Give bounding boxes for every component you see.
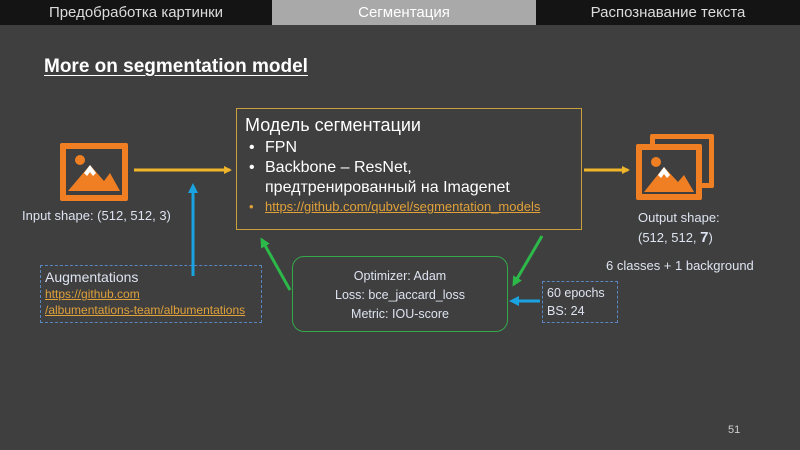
images-stack-icon [636, 134, 716, 202]
tab-text-recognition[interactable]: Распознавание текста [536, 0, 800, 25]
slide-title: More on segmentation model [44, 56, 308, 77]
input-shape-label: Input shape: (512, 512, 3) [22, 208, 171, 223]
tab-preprocessing[interactable]: Предобработка картинки [0, 0, 272, 25]
list-item: •Backbone – ResNet, [249, 159, 412, 176]
optimizer-box: Optimizer: Adam Loss: bce_jaccard_loss M… [292, 256, 508, 332]
image-icon [60, 143, 128, 201]
classes-count: 7 [700, 229, 709, 246]
tab-segmentation[interactable]: Сегментация [272, 0, 536, 25]
augmentations-box: Augmentations https://github.com /albume… [40, 265, 262, 323]
albumentations-link-line1[interactable]: https://github.com [45, 287, 140, 301]
classes-note: 6 classes + 1 background [606, 258, 754, 273]
batch-size-text: BS: 24 [547, 304, 585, 318]
tab-bar: Предобработка картинки Сегментация Распо… [0, 0, 800, 25]
arrow-optimizer-to-model-left [260, 237, 292, 291]
metric-text: Metric: IOU-score [351, 307, 449, 321]
augmentations-title: Augmentations [45, 269, 139, 285]
segmentation-model-box: Модель сегментации •FPN •Backbone – ResN… [236, 108, 582, 230]
arrow-model-to-optimizer-right [512, 235, 544, 287]
page-number: 51 [728, 424, 741, 436]
albumentations-link-line2[interactable]: /albumentations-team/albumentations [45, 303, 246, 317]
list-item: предтренированный на Imagenet [265, 179, 510, 196]
loss-text: Loss: bce_jaccard_loss [335, 288, 465, 302]
training-params-box: 60 epochs BS: 24 [542, 281, 618, 323]
list-item: •FPN [249, 139, 297, 156]
output-shape-label: Output shape: (512, 512, 7) [638, 210, 720, 246]
epochs-text: 60 epochs [547, 286, 605, 300]
model-features-list: •FPN •Backbone – ResNet, предтренированн… [245, 138, 573, 216]
model-box-title: Модель сегментации [245, 115, 421, 135]
optimizer-text: Optimizer: Adam [353, 269, 447, 283]
segmentation-models-link[interactable]: •https://github.com/qubvel/segmentation_… [249, 199, 541, 214]
